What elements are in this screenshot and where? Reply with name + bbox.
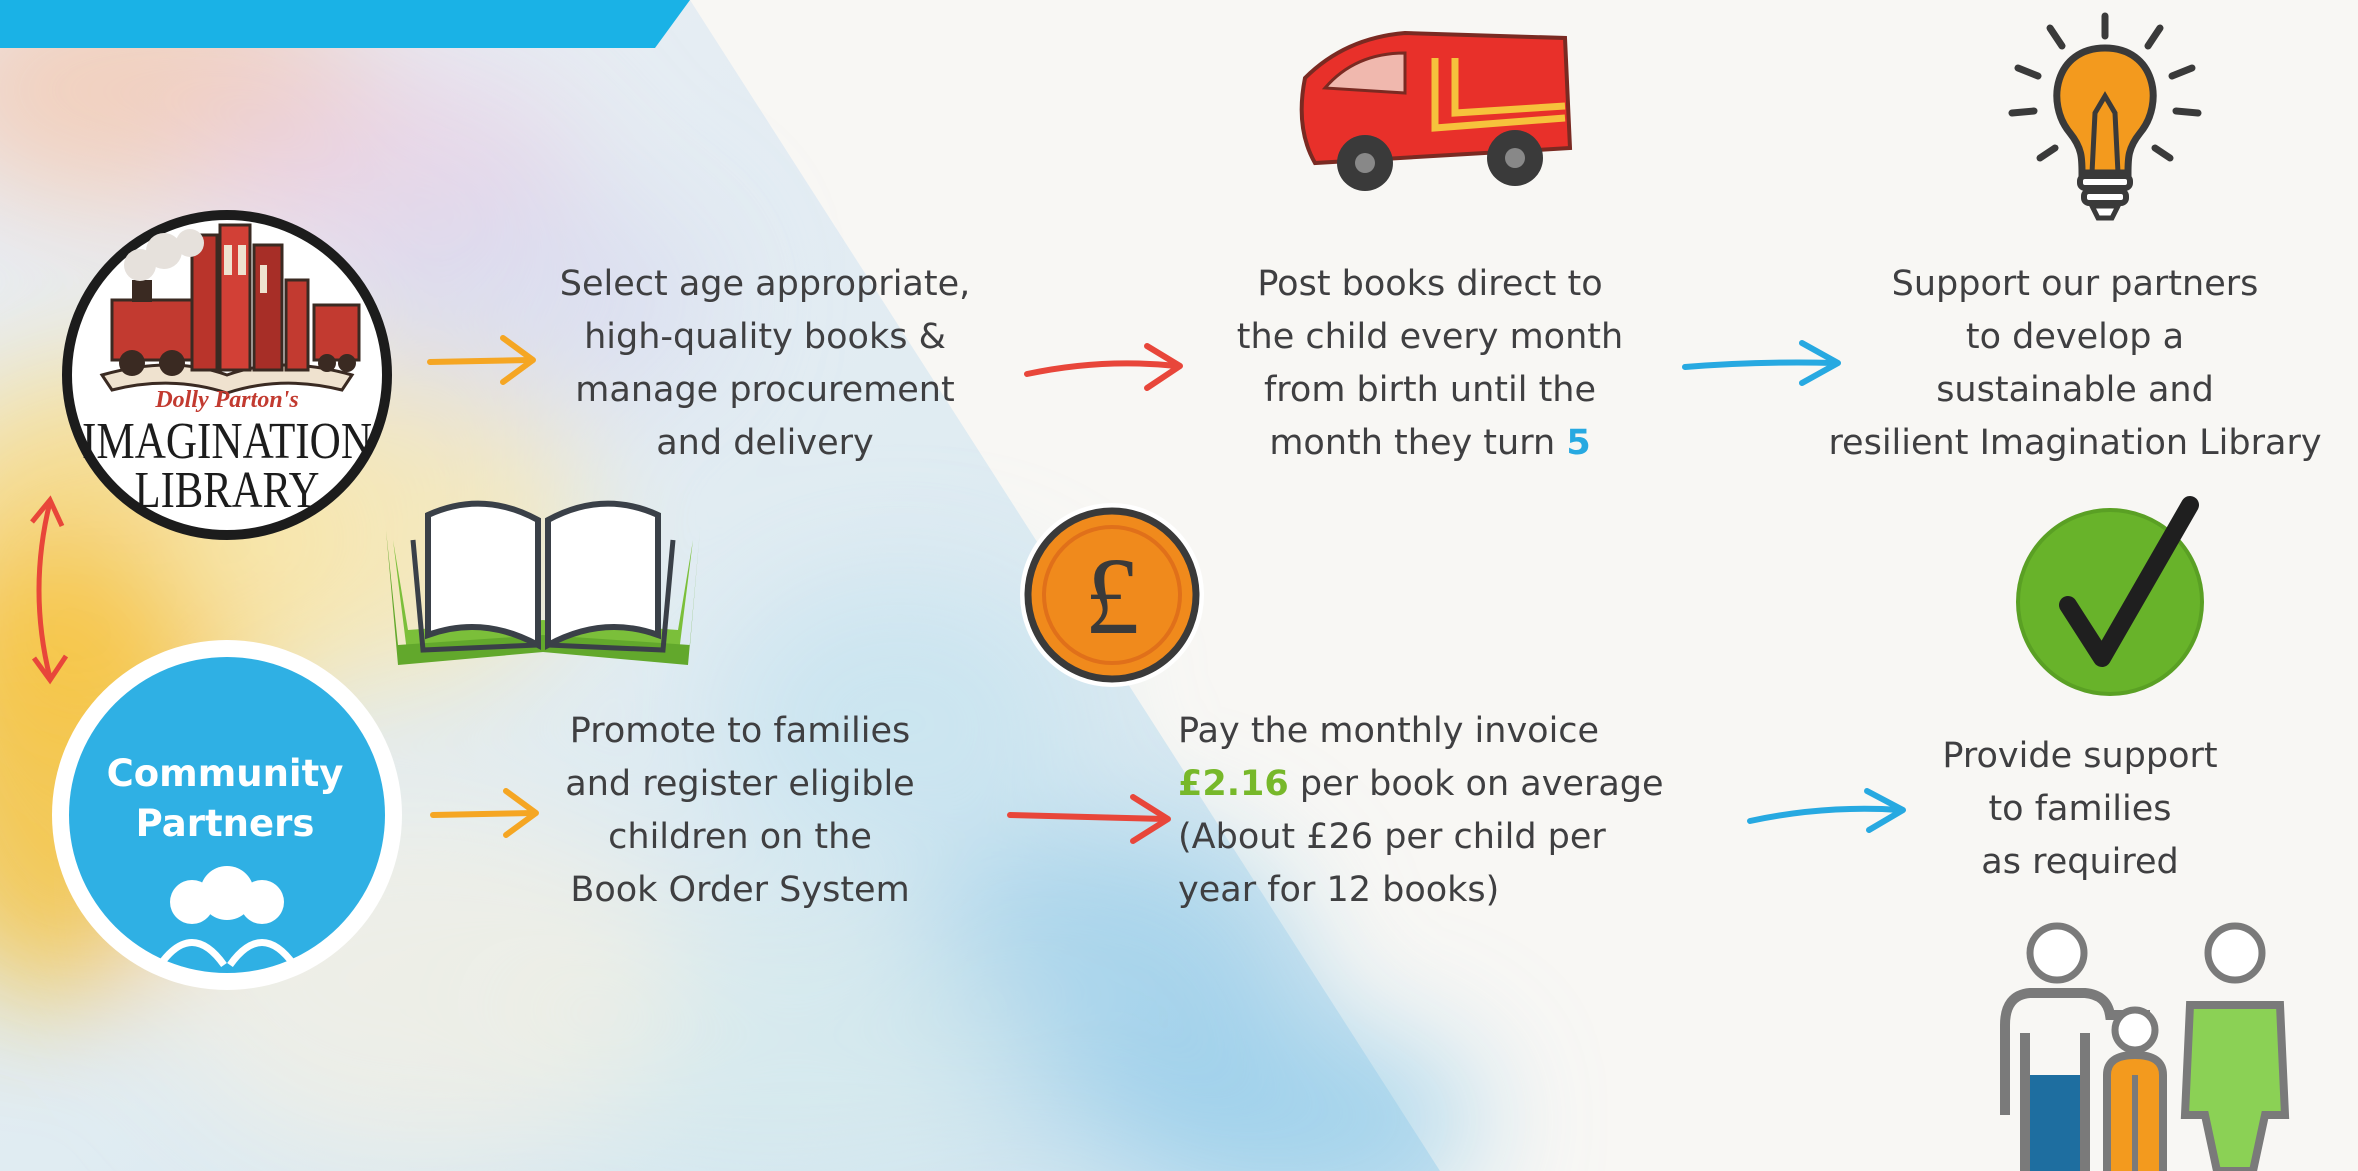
family-icon [2000,922,2290,1171]
age-five-highlight: 5 [1566,423,1591,463]
pay-invoice-rest: per book on average (About £26 per child… [1178,764,1664,910]
step-post-books-text: Post books direct to the child every mon… [1180,258,1680,470]
svg-text:£: £ [1085,535,1140,657]
arrow-post-to-support-icon [1682,340,1841,386]
logo-library-text: LIBRARY [135,462,320,519]
pay-invoice-line1: Pay the monthly invoice [1178,711,1600,751]
step-pay-invoice-text: Pay the monthly invoice £2.16 per book o… [1178,705,1738,917]
step-select-books-text: Select age appropriate, high-quality boo… [559,264,971,463]
step-provide-support-text: Provide support to families as required [1942,736,2218,882]
people-group-icon [157,866,297,968]
community-partners-label: Community Partners [106,752,344,845]
delivery-van-icon [1299,30,1573,191]
price-per-book-highlight: £2.16 [1178,764,1289,804]
arrow-logo-to-select-icon [427,335,536,385]
imagination-library-logo: Dolly Parton's IMAGINATION LIBRARY [62,210,392,540]
logo-script-text: Dolly Parton's [154,387,298,413]
community-partners-circle [52,640,402,990]
open-book-icon [386,500,700,665]
checkmark-icon [2016,496,2204,696]
bidirectional-arrow-icon [30,495,69,685]
arrow-community-to-promote-icon [430,788,539,838]
arrow-select-to-post-icon [1024,343,1183,391]
logo-imagination-text: IMAGINATION [82,413,372,470]
post-books-main-text: Post books direct to the child every mon… [1236,264,1624,463]
step-support-partners-text: Support our partners to develop a sustai… [1828,264,2322,463]
lightbulb-icon [2008,12,2202,221]
arrow-promote-to-pay-icon [1007,794,1171,844]
pound-coin-icon: £ [1020,503,1204,687]
arrow-pay-to-provide-icon [1747,788,1906,833]
step-promote-families-text: Promote to families and register eligibl… [565,711,915,910]
